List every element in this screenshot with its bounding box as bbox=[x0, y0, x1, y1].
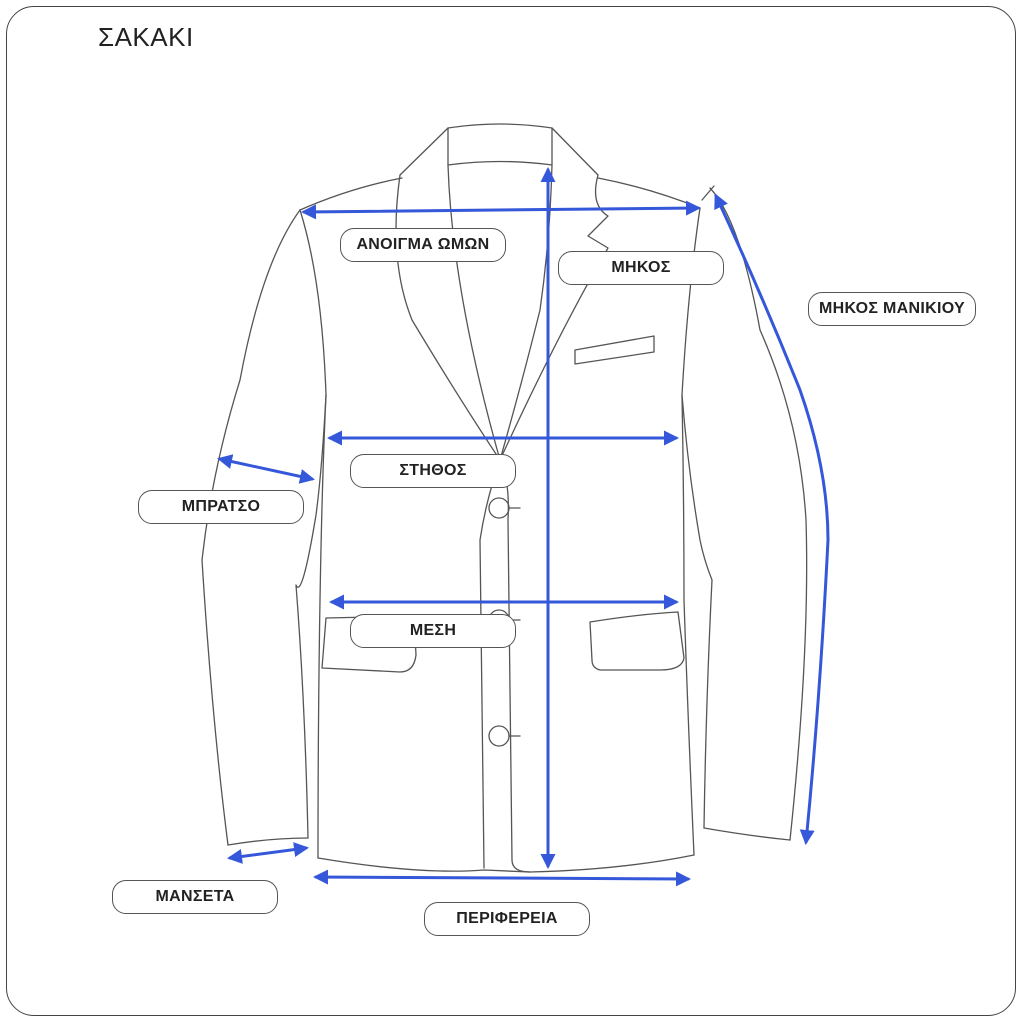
diagram-title: ΣΑΚΑΚΙ bbox=[98, 22, 194, 52]
measurement-arrows bbox=[217, 167, 830, 887]
arm-arrow bbox=[217, 454, 315, 484]
circumference-arrow bbox=[313, 869, 691, 887]
label-length: ΜΗΚΟΣ bbox=[558, 251, 724, 285]
label-circumference: ΠΕΡΙΦΕΡΕΙΑ bbox=[424, 902, 590, 936]
label-shoulders: ΑΝΟΙΓΜΑ ΩΜΩΝ bbox=[340, 228, 506, 262]
label-arm: ΜΠΡΑΤΣΟ bbox=[138, 490, 304, 524]
shoulders-arrow bbox=[301, 200, 701, 220]
label-chest: ΣΤΗΘΟΣ bbox=[350, 454, 516, 488]
label-waist: ΜΕΣΗ bbox=[350, 614, 516, 648]
cuff-arrow bbox=[227, 842, 309, 864]
sleeve-length-arrow bbox=[714, 193, 830, 845]
label-sleeve-length: ΜΗΚΟΣ ΜΑΝΙΚΙΟΥ bbox=[808, 292, 976, 326]
label-cuff: ΜΑΝΣΕΤΑ bbox=[112, 880, 278, 914]
